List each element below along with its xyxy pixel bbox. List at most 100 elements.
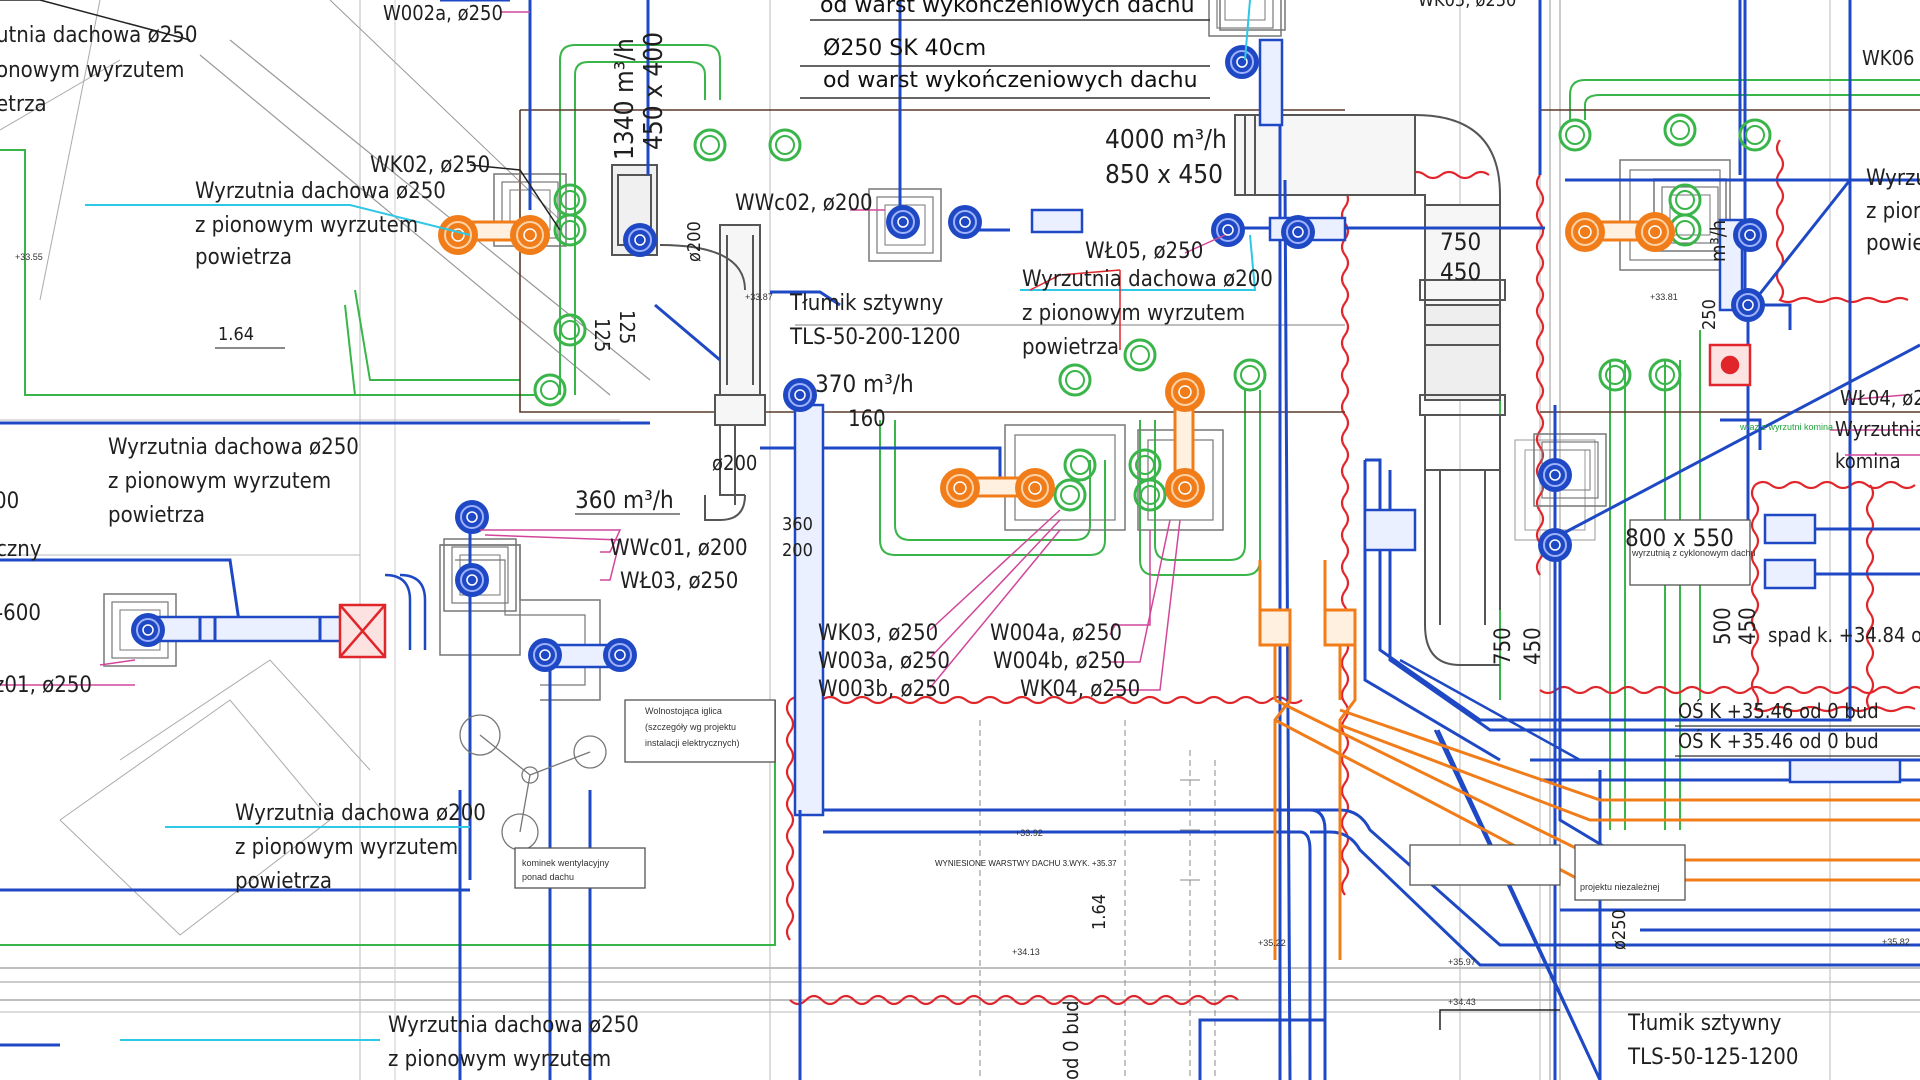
label-wyrz-c3: powietrza bbox=[108, 503, 205, 528]
label-iglica-2: (szczegóły wg projektu bbox=[645, 722, 736, 732]
label-wyrz-b3: powietrza bbox=[1022, 335, 1119, 360]
label-flow-370: 370 m³/h bbox=[815, 370, 914, 398]
label-os-1: OŚ K +35.46 od 0 bud bbox=[1678, 699, 1879, 723]
label-wyrz-f1: Wyrzutnia bbox=[1835, 417, 1920, 441]
blue-vent-rings bbox=[130, 44, 1768, 673]
label-dim-750b: 750 bbox=[1491, 627, 1516, 665]
label-wwc02: WWc02, ø200 bbox=[735, 191, 873, 216]
label-dim-250v: 250 bbox=[1699, 299, 1720, 330]
label-tlumik2: Tłumik sztywny bbox=[1627, 1011, 1782, 1036]
label-flow-1340: 1340 m³/h bbox=[610, 38, 640, 160]
label-dim-125a: 125 bbox=[590, 318, 614, 352]
label-elev-3582: +35.82 bbox=[1882, 937, 1910, 947]
label-wo03a: W003a, ø250 bbox=[818, 649, 950, 674]
note-top-1: od warst wykończeniowych dachu bbox=[820, 0, 1195, 18]
label-duct-450x400: 450 x 400 bbox=[639, 32, 669, 150]
spec-top: Ø250 SK 40cm bbox=[823, 36, 986, 61]
label-wl04: WŁ04, ø25 bbox=[1840, 386, 1920, 410]
label-wk03: WK03, ø250 bbox=[818, 621, 938, 646]
label-left-00: 00 bbox=[0, 489, 19, 514]
label-duct-800x550: 800 x 550 bbox=[1625, 524, 1734, 552]
label-dim-500: 500 bbox=[1711, 607, 1736, 645]
label-dim-164: 1.64 bbox=[218, 324, 254, 345]
label-proj-note: projektu niezależnej bbox=[1580, 882, 1660, 892]
chimney-frames bbox=[103, 0, 1731, 701]
label-wyrz-b1: Wyrzutnia dachowa ø200 bbox=[1022, 267, 1273, 292]
label-wyniesione: WYNIESIONE WARSTWY DACHU 3.WYK. +35.37 bbox=[935, 859, 1117, 868]
label-dim-160: 160 bbox=[848, 407, 886, 432]
label-spad: spad k. +34.84 od 0 bbox=[1768, 623, 1920, 647]
label-iglica-3: instalacji elektrycznych) bbox=[645, 738, 740, 748]
label-zawor: wraz z wyrzutni komina bbox=[1739, 422, 1833, 432]
label-iglica-1: Wolnostojąca iglica bbox=[645, 706, 722, 716]
label-dim-750a: 750 bbox=[1440, 228, 1481, 256]
label-wyrz-a3: powietrza bbox=[195, 245, 292, 270]
label-elev-3355: +33.55 bbox=[15, 252, 43, 262]
label-wyrz-a2: z pionowym wyrzutem bbox=[195, 213, 418, 238]
label-elev-3387: +33.87 bbox=[745, 292, 773, 302]
label-mm: m³/h bbox=[1706, 220, 1730, 262]
label-wyrz-g3: powie bbox=[1866, 231, 1920, 256]
leader-lines bbox=[0, 0, 1920, 1041]
label-kominek-2: ponad dachu bbox=[522, 872, 574, 882]
label-dim-450a: 450 bbox=[1440, 258, 1481, 286]
large-ducts bbox=[611, 114, 1506, 666]
label-d200-b: ø200 bbox=[712, 451, 757, 475]
label-elev-3443: +34.43 bbox=[1448, 997, 1476, 1007]
label-wyrz-f2: komina bbox=[1835, 449, 1901, 473]
label-duct-850x450: 850 x 450 bbox=[1105, 160, 1223, 190]
label-wyrz-d2: z pionowym wyrzutem bbox=[235, 835, 458, 860]
label-wl05: WŁ05, ø250 bbox=[1085, 239, 1203, 264]
label-elev-3392: +33.92 bbox=[1015, 828, 1043, 838]
building-outline bbox=[519, 109, 1920, 413]
label-wyrz-g1: Wyrzut bbox=[1866, 166, 1920, 191]
label-dim-360: 360 bbox=[782, 514, 813, 535]
label-elev-3522: +35.22 bbox=[1258, 938, 1286, 948]
label-dim-200: 200 bbox=[782, 540, 813, 561]
label-left-czny: czny bbox=[0, 537, 42, 562]
label-wo04a: W004a, ø250 bbox=[990, 621, 1122, 646]
label-wl03: WŁ03, ø250 bbox=[620, 569, 738, 594]
label-wyrz-a1: Wyrzutnia dachowa ø250 bbox=[195, 179, 446, 204]
label-dim-450c: 450 bbox=[1736, 607, 1761, 645]
label-dim-125b: 125 bbox=[615, 310, 639, 344]
blue-diagonal-pipes bbox=[384, 573, 1602, 1080]
label-wyrz-c2: z pionowym wyrzutem bbox=[108, 469, 331, 494]
label-wyrz-e2: z pionowym wyrzutem bbox=[388, 1047, 611, 1072]
label-dim-164b: 1.64 bbox=[1089, 894, 1110, 930]
label-os-2: OŚ K +35.46 od 0 bud bbox=[1678, 729, 1879, 753]
label-wyrz-e1: Wyrzutnia dachowa ø250 bbox=[388, 1013, 639, 1038]
label-tlumik2-spec: TLS-50-125-1200 bbox=[1627, 1045, 1798, 1070]
label-wk06: WK06 bbox=[1862, 46, 1914, 70]
lightning-spire-symbols bbox=[459, 519, 1751, 901]
label-dim-450b: 450 bbox=[1521, 627, 1546, 665]
label-wo02a: W002a, ø250 bbox=[383, 1, 503, 25]
label-wo03b: W003b, ø250 bbox=[818, 677, 950, 702]
fire-damper bbox=[338, 343, 1752, 659]
label-wyrz-d1: Wyrzutnia dachowa ø200 bbox=[235, 801, 486, 826]
label-elev-3597: +35.97 bbox=[1448, 957, 1476, 967]
label-od0bud: od 0 bud bbox=[1059, 1000, 1083, 1080]
label-wk02: WK02, ø250 bbox=[370, 153, 490, 178]
label-wyrz-c1: Wyrzutnia dachowa ø250 bbox=[108, 435, 359, 460]
label-d200-v: ø200 bbox=[684, 221, 705, 262]
label-elev-3413: +34.13 bbox=[1012, 947, 1040, 957]
label-kominek-1: kominek wentylacyjny bbox=[522, 858, 610, 868]
label-wyrz-cyklon: wyrzutnią z cyklonowym dachu bbox=[1631, 548, 1756, 558]
label-wyrz-d3: powietrza bbox=[235, 869, 332, 894]
label-wwc01: WWc01, ø200 bbox=[610, 536, 748, 561]
note-top-2: od warst wykończeniowych dachu bbox=[823, 68, 1198, 93]
label-wyrz-g2: z pion bbox=[1866, 199, 1920, 224]
label-left-top-3: etrza bbox=[0, 92, 47, 117]
label-wk04: WK04, ø250 bbox=[1020, 677, 1140, 702]
label-elev-3381: +33.81 bbox=[1650, 292, 1678, 302]
label-left-01: z01, ø250 bbox=[0, 673, 92, 698]
label-flow-4000: 4000 m³/h bbox=[1105, 125, 1227, 155]
label-left-top-1: utnia dachowa ø250 bbox=[0, 23, 197, 48]
label-d250-v: ø250 bbox=[1609, 909, 1630, 950]
label-tlumik1: Tłumik sztywny bbox=[789, 291, 944, 316]
label-top-mid-right: WK05, ø250 bbox=[1418, 0, 1516, 11]
label-wo04b: W004b, ø250 bbox=[993, 649, 1125, 674]
label-flow-360: 360 m³/h bbox=[575, 486, 674, 514]
